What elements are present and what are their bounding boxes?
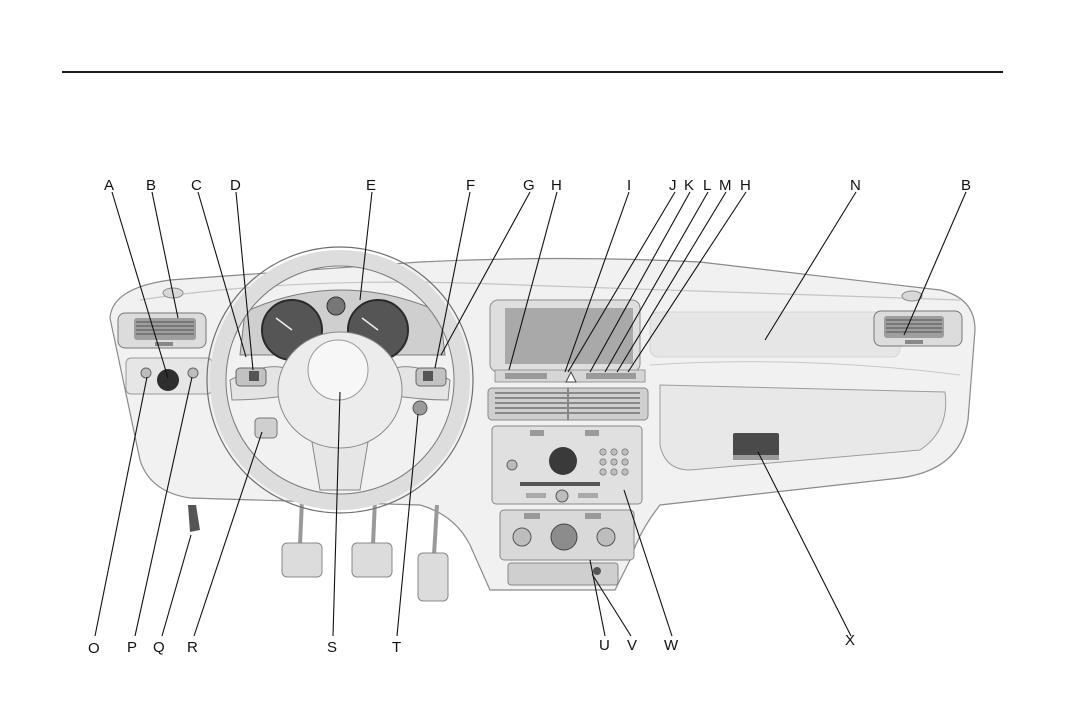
hood-release-lever [188,505,200,532]
callout-W: W [664,637,679,654]
callout-H-left: H [551,177,562,194]
callout-I: I [627,177,631,194]
callout-A: A [104,177,114,194]
left-air-vent [118,313,206,348]
callout-P: P [127,639,137,656]
callout-J: J [669,177,677,194]
callout-V: V [627,637,637,654]
callout-L: L [703,177,711,194]
callout-T: T [392,639,401,656]
callout-H-right: H [740,177,751,194]
callout-M: M [719,177,732,194]
right-air-vent [874,311,962,346]
center-stack [488,300,648,585]
callout-Q: Q [153,639,165,656]
callout-C: C [191,177,202,194]
dashboard-illustration [110,247,975,601]
callout-N: N [850,177,861,194]
light-switch-panel [126,358,212,394]
callout-D: D [230,177,241,194]
callout-O: O [88,640,100,657]
callout-K: K [684,177,694,194]
callout-S: S [327,639,337,656]
callout-G: G [523,177,535,194]
callout-B-left: B [146,177,156,194]
callout-F: F [466,177,475,194]
callout-B-right: B [961,177,971,194]
callout-R: R [187,639,198,656]
pedals [282,500,448,601]
callout-E: E [366,177,376,194]
callout-X: X [845,632,855,649]
callout-U: U [599,637,610,654]
